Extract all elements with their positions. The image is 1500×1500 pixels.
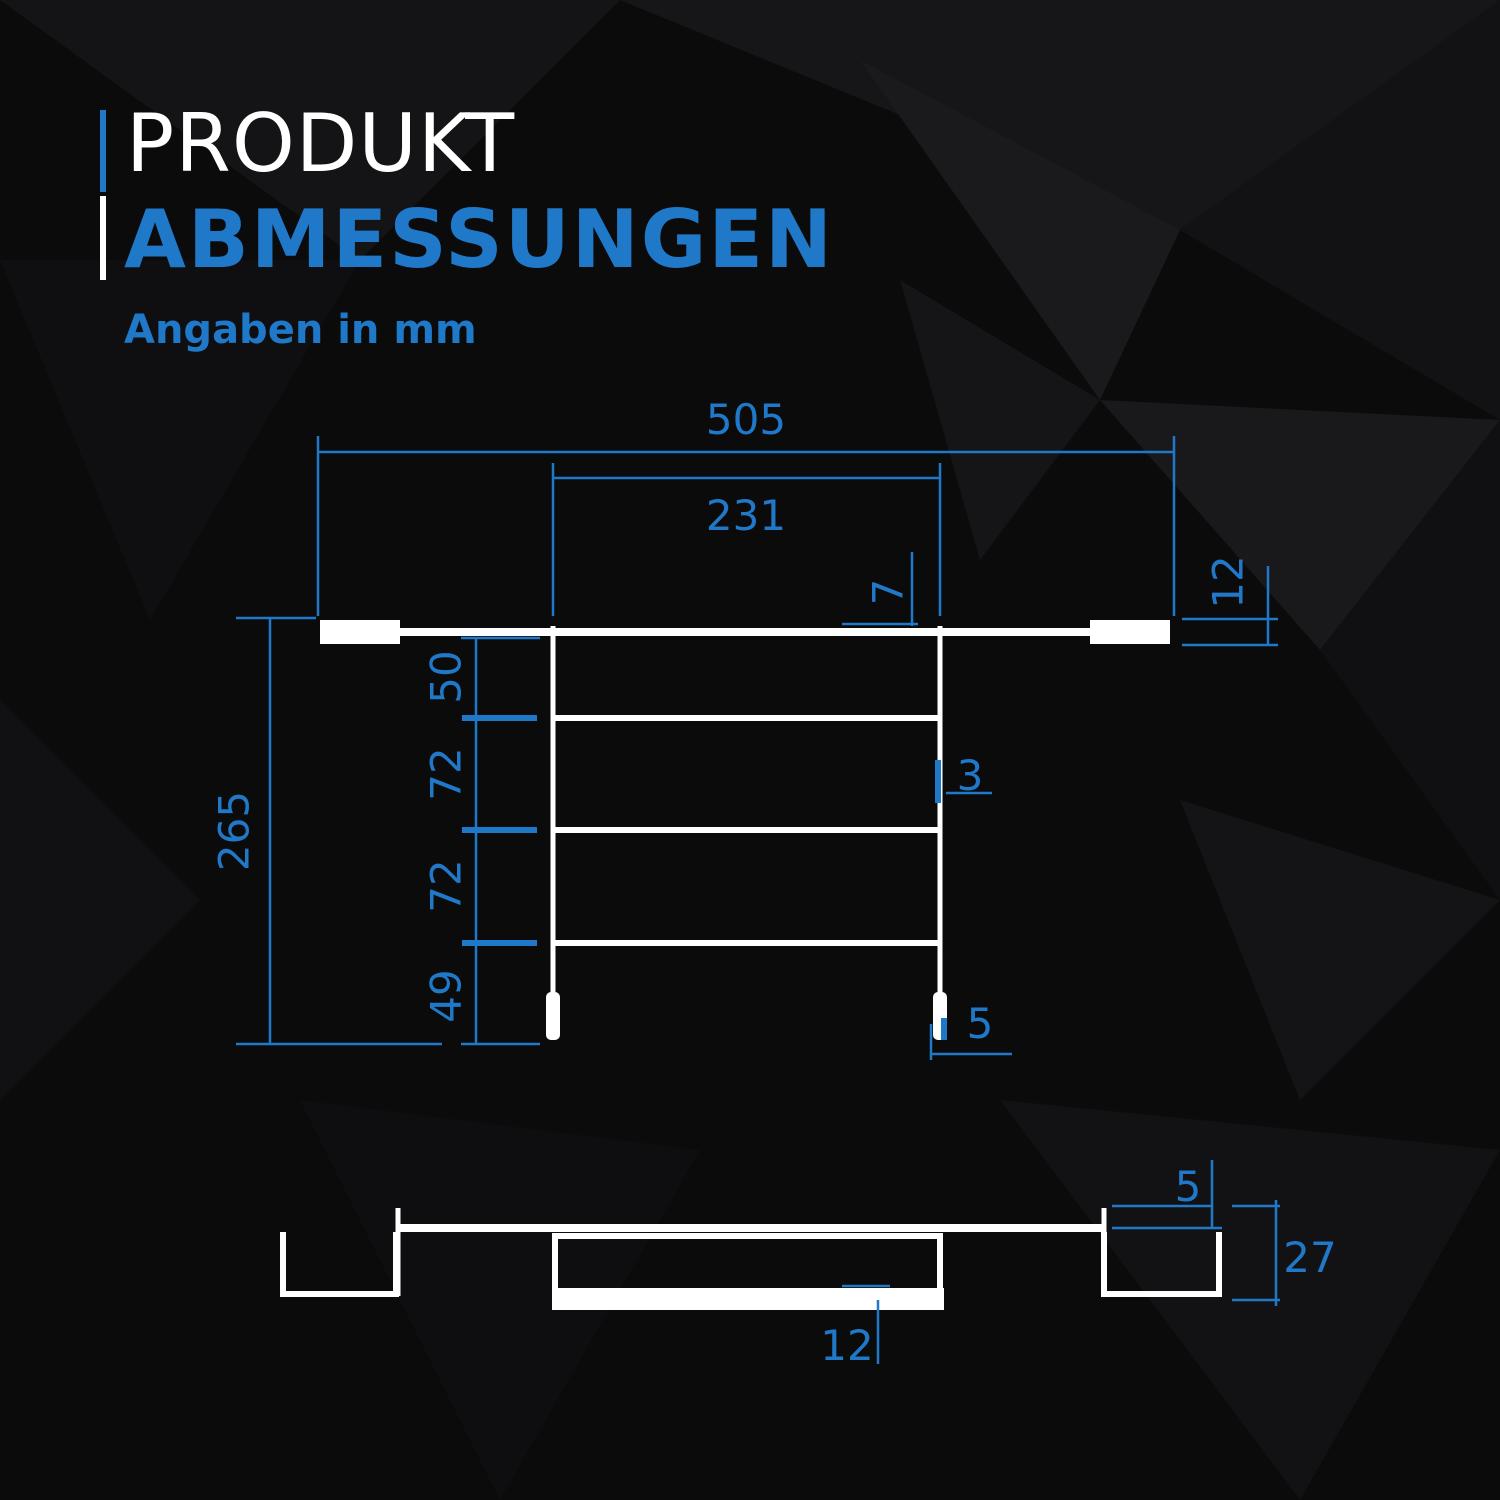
label-gap-top: 50	[422, 650, 471, 703]
label-hook-height: 12	[1204, 555, 1253, 608]
label-gap-mid2: 72	[422, 859, 471, 912]
label-side-hook-width: 5	[1175, 1162, 1202, 1211]
side-dimension-labels: 5 27 12	[820, 1162, 1336, 1370]
rail-end-right	[1090, 620, 1170, 644]
title-accent-bar	[100, 110, 106, 192]
side-bottom-bar	[552, 1288, 944, 1310]
label-inner-width: 231	[706, 491, 786, 540]
label-overall-width: 505	[706, 395, 786, 444]
front-dimension-lines	[236, 436, 1278, 1060]
side-view	[280, 1208, 1222, 1310]
side-hook-right	[1101, 1232, 1222, 1297]
front-dimension-labels: 505 231 7 12 265 50 72 72 49 3 5	[210, 395, 1253, 1048]
subtitle: Angaben in mm	[124, 307, 477, 353]
label-leg-diameter: 5	[967, 999, 994, 1048]
label-overall-height: 265	[210, 791, 259, 871]
front-view	[320, 620, 1170, 1040]
rail-end-left	[320, 620, 400, 644]
label-gap-mid1: 72	[422, 747, 471, 800]
label-side-hook-depth: 27	[1283, 1233, 1336, 1282]
title-line1: PRODUKT	[126, 97, 516, 190]
title-line2: ABMESSUNGEN	[124, 193, 834, 286]
segment-ticks	[462, 715, 947, 1040]
label-rail-thickness: 3	[957, 751, 984, 800]
label-bottom-depth: 12	[820, 1321, 873, 1370]
label-gap-bottom: 49	[422, 969, 471, 1022]
label-hook-offset: 7	[864, 579, 913, 606]
leg-cap-left	[546, 992, 560, 1040]
side-hook-left	[280, 1232, 399, 1297]
side-dimension-lines	[842, 1160, 1280, 1364]
title-accent-bar-white	[100, 196, 106, 280]
